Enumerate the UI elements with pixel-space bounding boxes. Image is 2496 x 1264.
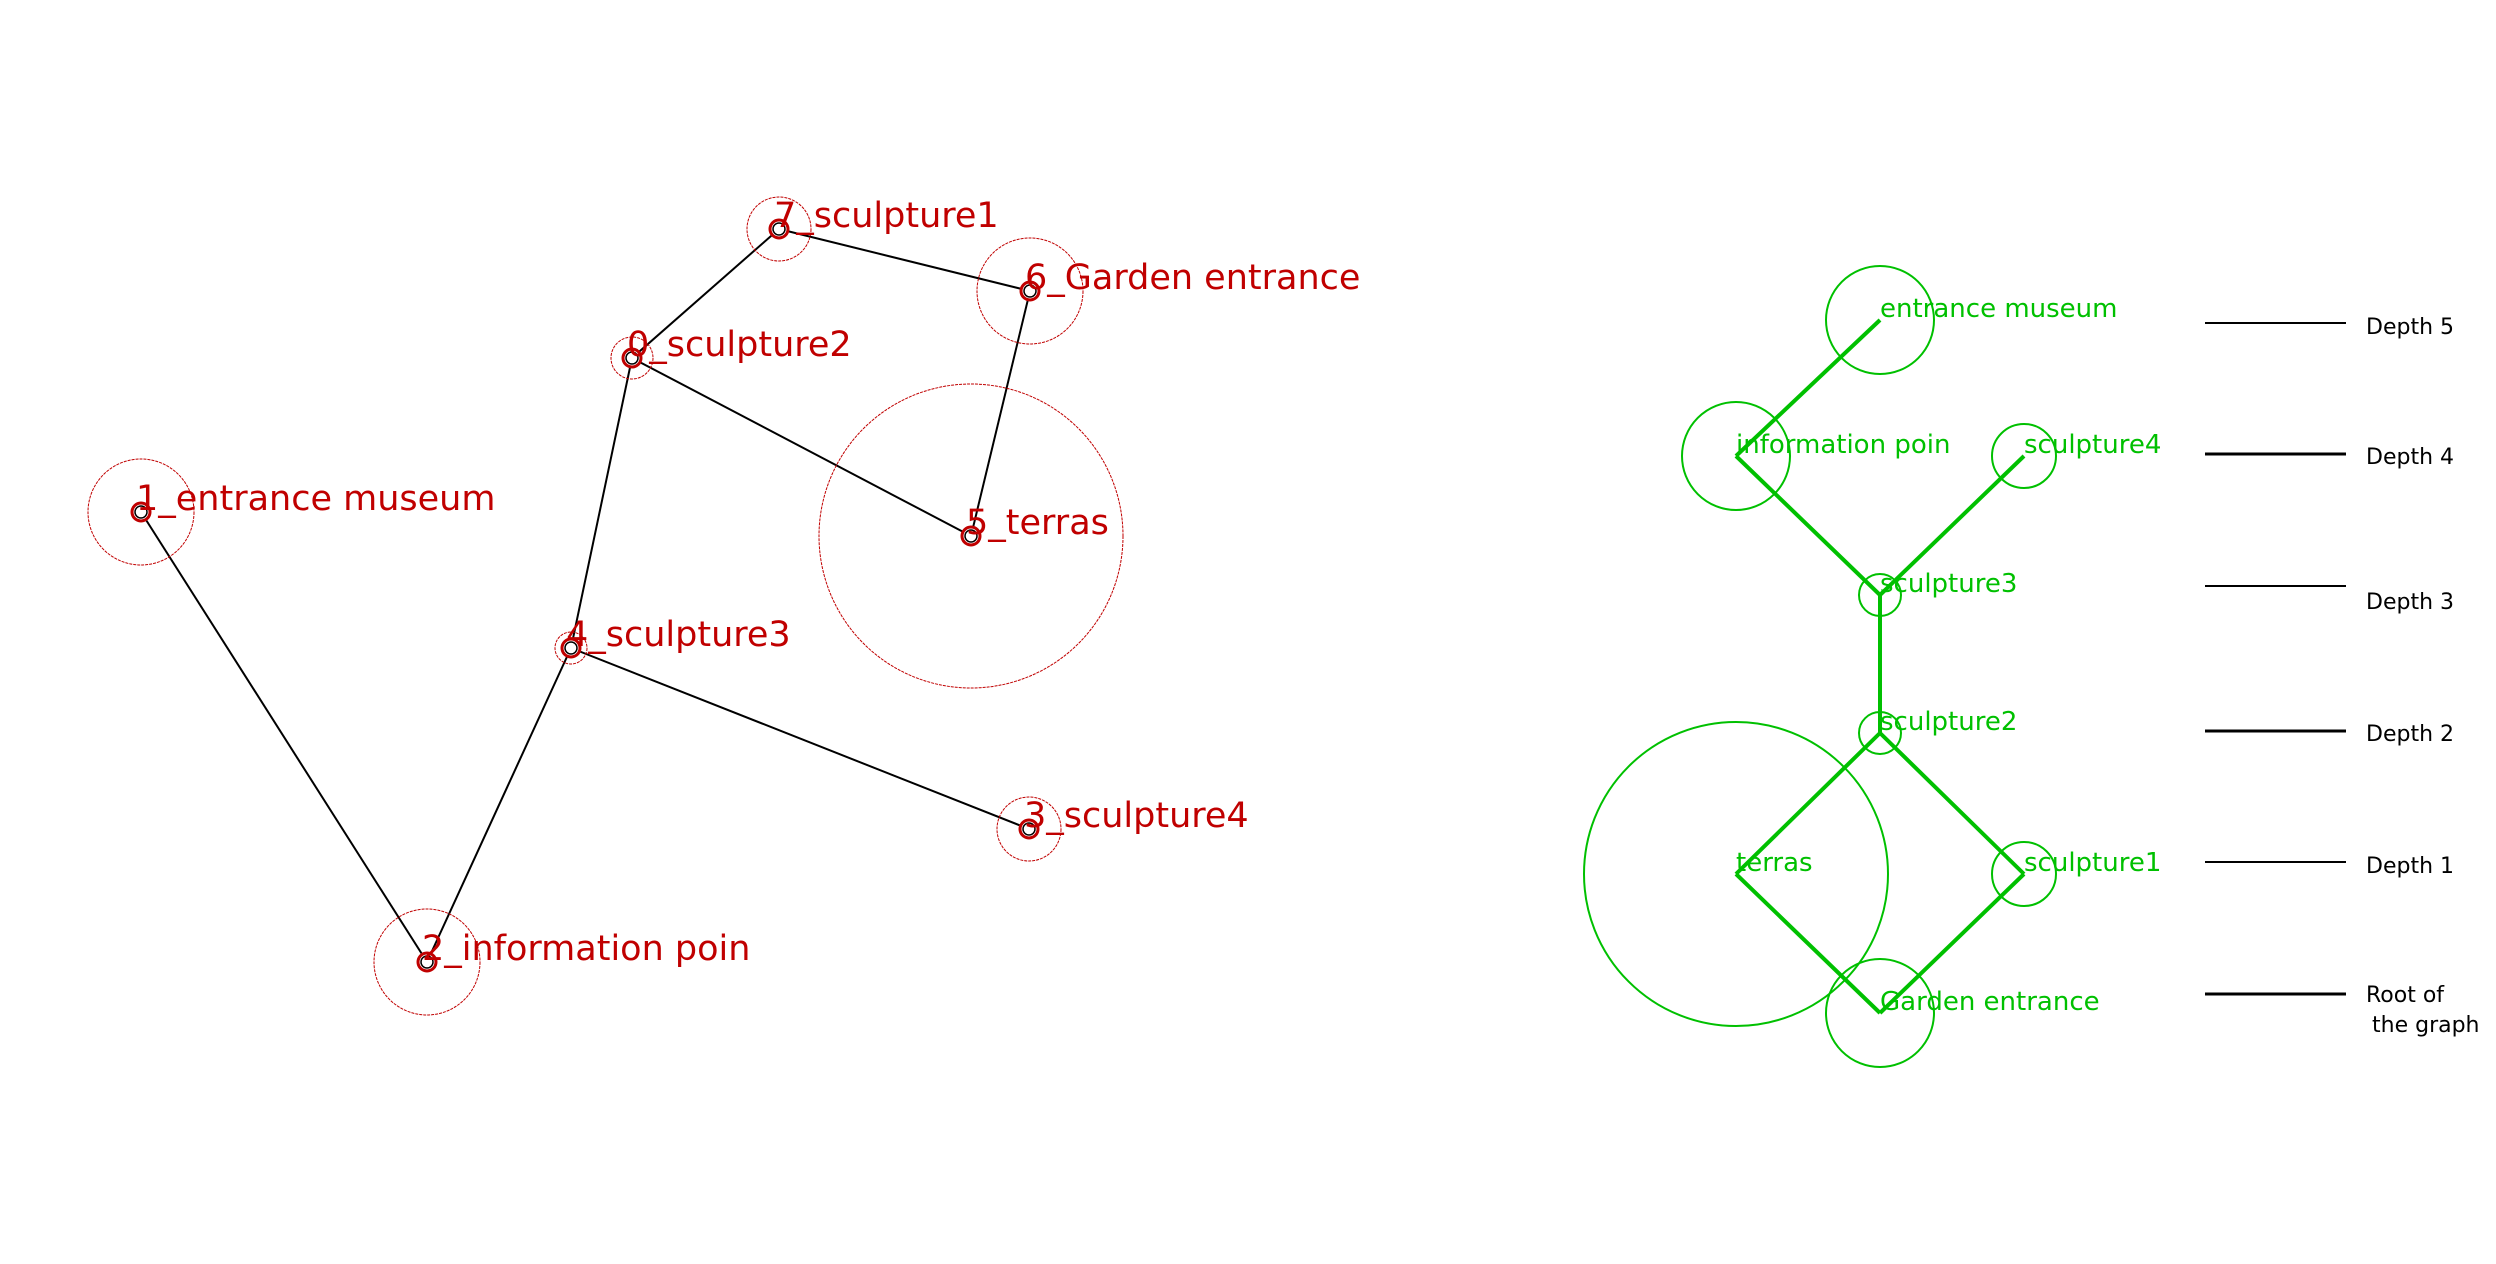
tree-node-circle bbox=[1858, 711, 1902, 755]
node-label: 0_sculpture2 bbox=[627, 325, 852, 365]
tree-graph: Garden entrance terras sculpture1 sculpture… bbox=[1583, 265, 2161, 1068]
spatial-graph: 0_sculpture2 1_entrance museum 2_informati… bbox=[87, 196, 1360, 1016]
tree-node-circle bbox=[1825, 958, 1935, 1068]
depth-legend: Depth 5 Depth 4 Depth 3 Depth 2 Depth 1 Root … bbox=[2205, 315, 2480, 1038]
node-label: 6_Garden entrance bbox=[1025, 258, 1360, 298]
node-area-circle bbox=[373, 908, 481, 1016]
depth-label: Depth 1 bbox=[2366, 854, 2454, 879]
node-area-circle bbox=[996, 796, 1062, 862]
graph-edge bbox=[970, 290, 1031, 537]
tree-node-label: information poin bbox=[1736, 430, 1950, 460]
graph-edge bbox=[140, 511, 428, 963]
tree-node-label: terras bbox=[1736, 848, 1813, 878]
graph-edge bbox=[778, 228, 1031, 292]
depth-label: Depth 3 bbox=[2366, 590, 2454, 615]
depth-label: Depth 4 bbox=[2366, 445, 2454, 470]
tree-edge bbox=[1734, 318, 1882, 458]
tree-edge bbox=[1734, 872, 1882, 1015]
tree-node-circle bbox=[1825, 265, 1935, 375]
tree-edge bbox=[1878, 731, 2026, 876]
tree-node-label: sculpture2 bbox=[1880, 707, 2017, 737]
node-marker-inner bbox=[134, 505, 148, 519]
node-label: 5_terras bbox=[966, 503, 1109, 543]
depth-label: Depth 2 bbox=[2366, 722, 2454, 747]
node-area-circle bbox=[610, 336, 654, 380]
tree-node-circle bbox=[1681, 401, 1791, 511]
node-marker-inner bbox=[772, 222, 786, 236]
node-area-circle bbox=[554, 631, 588, 665]
node-label: 7_sculpture1 bbox=[774, 196, 999, 236]
node-marker-inner bbox=[625, 351, 639, 365]
tree-node-label: sculpture4 bbox=[2024, 430, 2161, 460]
graph-edge bbox=[426, 647, 572, 963]
node-area-circle bbox=[746, 196, 812, 262]
node-label: 2_information poin bbox=[422, 929, 750, 969]
tree-node-label: Garden entrance bbox=[1880, 987, 2100, 1017]
graph-edge bbox=[570, 357, 633, 649]
graph-edge bbox=[631, 357, 972, 537]
tree-node-circle bbox=[1991, 841, 2057, 907]
tree-node-circle bbox=[1991, 423, 2057, 489]
depth-label-line2: the graph bbox=[2372, 1013, 2480, 1038]
depth-label: Depth 5 bbox=[2366, 315, 2454, 340]
node-area-circle bbox=[87, 458, 195, 566]
tree-edge bbox=[1878, 454, 2026, 597]
tree-node-label: entrance museum bbox=[1880, 294, 2117, 324]
tree-edge bbox=[1878, 872, 2026, 1015]
node-marker-inner bbox=[1022, 822, 1036, 836]
tree-node-circle bbox=[1583, 721, 1889, 1027]
graph-edge bbox=[631, 228, 780, 359]
node-marker-inner bbox=[964, 529, 978, 543]
node-marker-inner bbox=[1023, 284, 1037, 298]
tree-node-label: sculpture1 bbox=[2024, 848, 2161, 878]
node-area-circle bbox=[818, 383, 1124, 689]
node-marker-inner bbox=[420, 955, 434, 969]
tree-node-circle bbox=[1858, 573, 1902, 617]
node-label: 3_sculpture4 bbox=[1024, 796, 1249, 836]
tree-edge bbox=[1734, 454, 1882, 597]
depth-label: Root of bbox=[2366, 983, 2445, 1008]
node-label: 4_sculpture3 bbox=[566, 615, 791, 655]
graph-edge bbox=[570, 647, 1030, 830]
tree-node-label: sculpture3 bbox=[1880, 569, 2017, 599]
tree-edge bbox=[1734, 731, 1882, 876]
node-label: 1_entrance museum bbox=[136, 479, 495, 519]
node-area-circle bbox=[976, 237, 1084, 345]
node-marker-inner bbox=[564, 641, 578, 655]
